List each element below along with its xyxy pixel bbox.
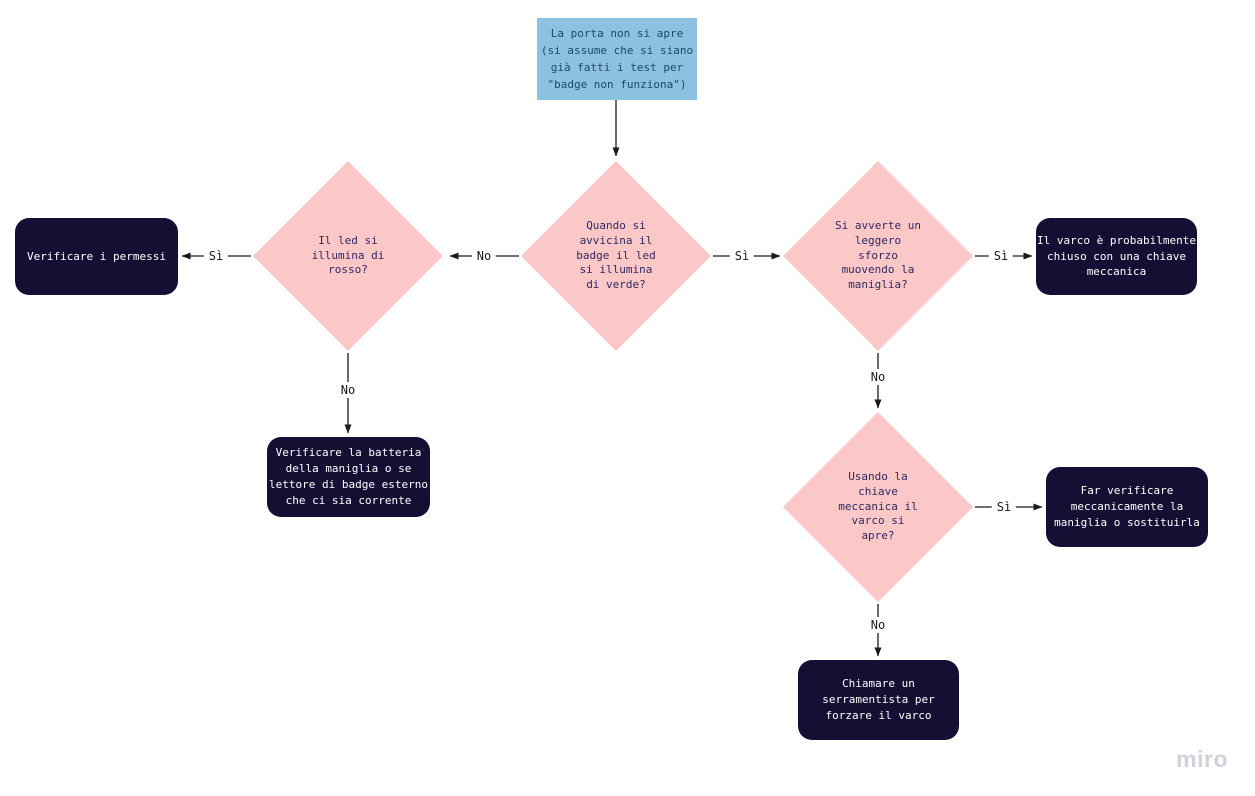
node-check-battery-label: Verificare la batteria della maniglia o …: [269, 446, 428, 507]
node-start-label: La porta non si apre (si assume che si s…: [540, 26, 694, 92]
edge-label-keyq-to-locksmith[interactable]: No: [865, 617, 891, 633]
edge-label-green-to-red[interactable]: No: [471, 248, 497, 264]
node-check-handle[interactable]: Far verificare meccanicamente la manigli…: [1046, 467, 1208, 547]
miro-logo: miro: [1176, 746, 1228, 772]
node-check-permissions-label: Verificare i permessi: [26, 249, 167, 263]
edge-label-keyq-to-handle[interactable]: Sì: [991, 499, 1017, 515]
node-check-permissions[interactable]: Verificare i permessi: [15, 218, 178, 295]
node-closed-with-key-label: Il varco è probabilmente chiuso con una …: [1037, 233, 1196, 279]
edge-label-green-to-effort[interactable]: Sì: [729, 248, 755, 264]
node-question-effort-label: Si avverte un leggero sforzo muovendo la…: [834, 219, 922, 292]
edge-label-effort-to-closed[interactable]: Sì: [988, 248, 1014, 264]
node-closed-with-key[interactable]: Il varco è probabilmente chiuso con una …: [1036, 218, 1197, 295]
node-question-key-opens-label: Usando la chiave meccanica il varco si a…: [838, 470, 918, 543]
edge-label-effort-to-keyq[interactable]: No: [865, 369, 891, 385]
node-check-battery[interactable]: Verificare la batteria della maniglia o …: [267, 437, 430, 517]
node-check-handle-label: Far verificare meccanicamente la manigli…: [1054, 484, 1200, 529]
edge-label-red-to-battery[interactable]: No: [335, 382, 361, 398]
node-question-led-green-label: Quando si avvicina il badge il led si il…: [576, 219, 656, 292]
node-question-led-red-label: Il led si illumina di rosso?: [311, 233, 385, 277]
node-call-locksmith-label: Chiamare un serramentista per forzare il…: [822, 677, 935, 722]
node-start[interactable]: La porta non si apre (si assume che si s…: [537, 18, 697, 100]
node-call-locksmith[interactable]: Chiamare un serramentista per forzare il…: [798, 660, 959, 740]
edge-label-red-to-permissions[interactable]: Sì: [203, 248, 229, 264]
